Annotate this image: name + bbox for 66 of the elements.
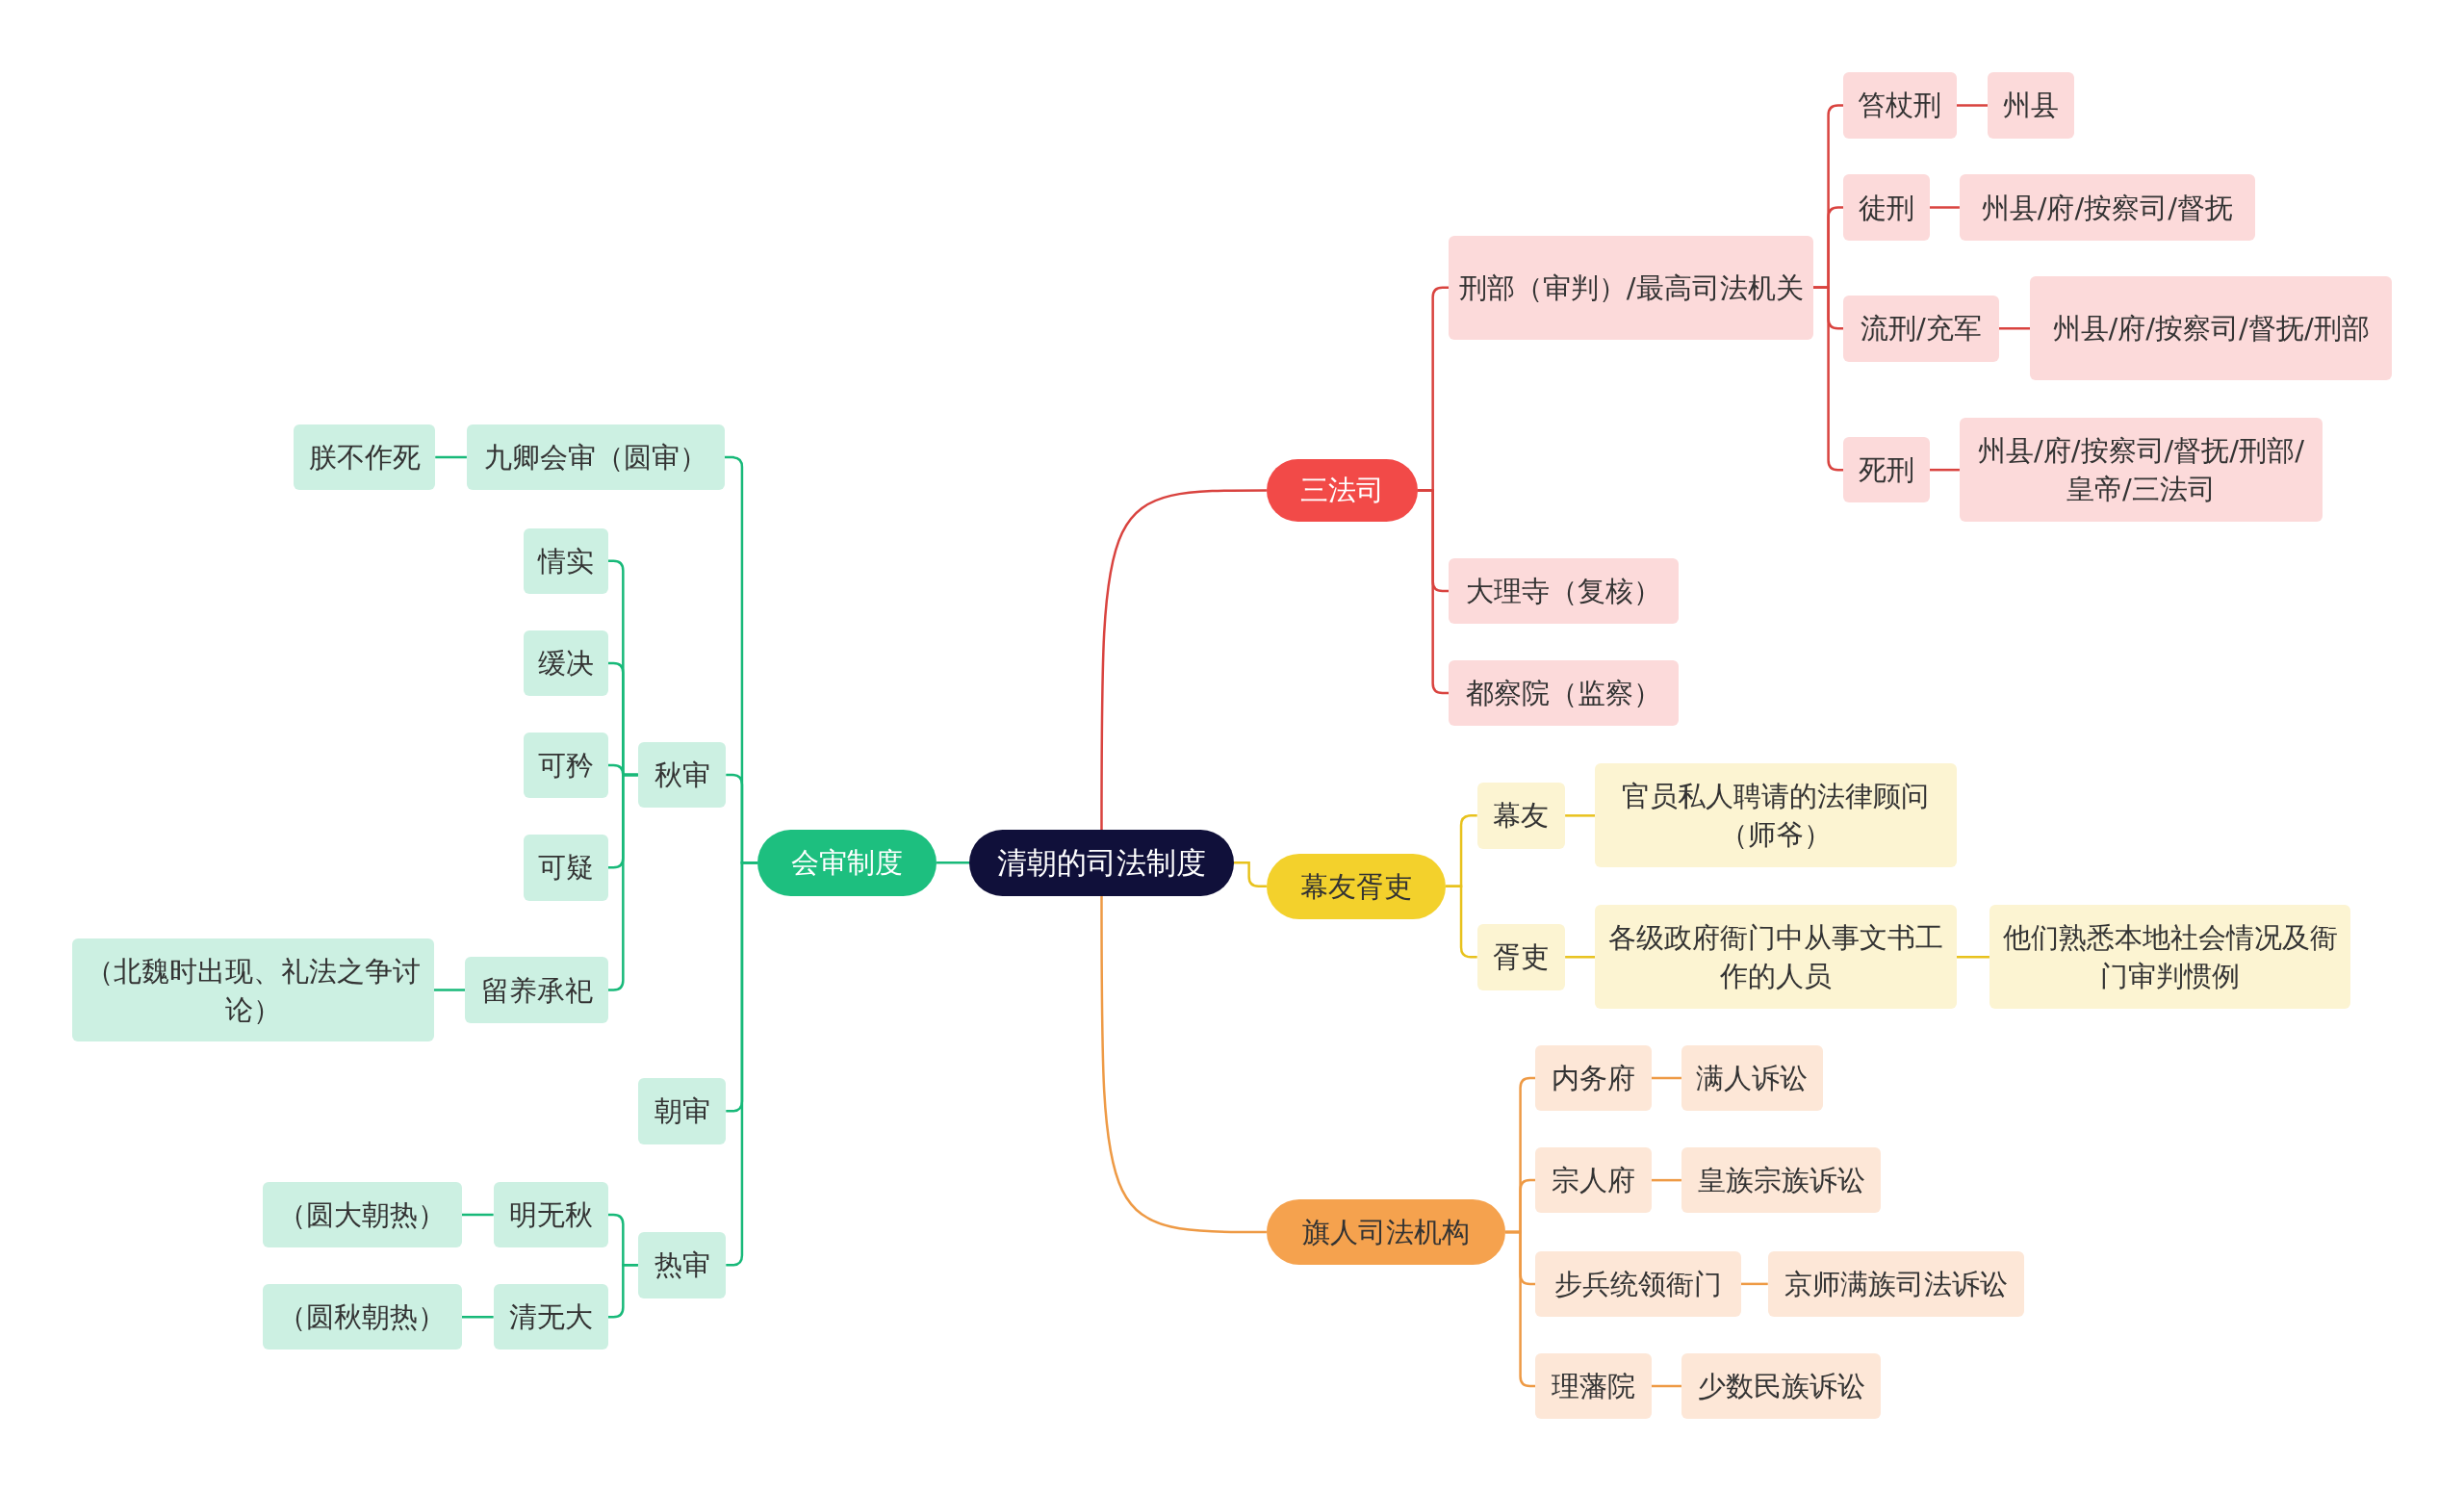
subtopic-box: （圆秋朝热） bbox=[262, 1283, 462, 1350]
subtopic-box: 死刑 bbox=[1843, 436, 1930, 503]
connector-line bbox=[1956, 956, 1989, 959]
topic-box: 三法司 bbox=[1266, 458, 1418, 523]
subtopic-box: 清无大 bbox=[493, 1283, 608, 1350]
connector-line bbox=[433, 989, 466, 991]
subtopic-box: 州县 bbox=[1988, 72, 2075, 139]
subtopic-box: 留养承祀 bbox=[465, 957, 608, 1023]
subtopic-box: 满人诉讼 bbox=[1681, 1044, 1823, 1112]
subtopic-box: 宗人府 bbox=[1535, 1146, 1652, 1214]
subtopic-box: 他们熟悉本地社会情况及衙门审判惯例 bbox=[1989, 905, 2351, 1010]
subtopic-box: 秋审 bbox=[637, 741, 727, 809]
connector-line bbox=[607, 1264, 638, 1319]
subtopic-box: 可矜 bbox=[523, 732, 608, 799]
subtopic-box: 徒刑 bbox=[1843, 174, 1930, 241]
subtopic-box: 幕友 bbox=[1476, 783, 1566, 849]
connector-line bbox=[1100, 895, 1267, 1234]
connector-line bbox=[1998, 326, 2031, 330]
subtopic-box: 步兵统领衙门 bbox=[1535, 1250, 1741, 1318]
connector-line bbox=[462, 1315, 494, 1319]
topic-box: 会审制度 bbox=[757, 830, 937, 896]
subtopic-box: （圆大朝热） bbox=[262, 1181, 462, 1248]
subtopic-box: 流刑/充军 bbox=[1843, 295, 1999, 362]
connector-line bbox=[1651, 1076, 1681, 1080]
subtopic-box: 可疑 bbox=[523, 834, 608, 901]
subtopic-box: 少数民族诉讼 bbox=[1681, 1352, 1882, 1420]
connector-line bbox=[1929, 206, 1960, 209]
subtopic-box: 刑部（审判）/最高司法机关 bbox=[1449, 235, 1814, 340]
subtopic-box: 州县/府/按察司/督抚 bbox=[1959, 174, 2255, 241]
subtopic-box: 各级政府衙门中从事文书工作的人员 bbox=[1595, 905, 1957, 1010]
topic-box: 幕友胥吏 bbox=[1266, 853, 1446, 920]
subtopic-box: 九卿会审（圆审） bbox=[466, 424, 725, 491]
subtopic-box: 京师满族司法诉讼 bbox=[1767, 1250, 2024, 1318]
connector-line bbox=[937, 861, 970, 864]
subtopic-box: 皇族宗族诉讼 bbox=[1681, 1146, 1882, 1214]
subtopic-box: 胥吏 bbox=[1476, 924, 1566, 990]
connector-line bbox=[1100, 489, 1267, 831]
connector-line bbox=[1741, 1282, 1768, 1286]
connector-line bbox=[1929, 468, 1960, 472]
subtopic-box: 明无秋 bbox=[493, 1181, 608, 1248]
subtopic-box: 热审 bbox=[637, 1232, 727, 1298]
connector-line bbox=[435, 455, 467, 459]
connector-line bbox=[462, 1213, 494, 1217]
connector-line bbox=[1417, 489, 1450, 695]
subtopic-box: 情实 bbox=[523, 527, 608, 595]
subtopic-box: 朕不作死 bbox=[294, 424, 436, 491]
subtopic-box: 笞杖刑 bbox=[1843, 72, 1957, 139]
connector-line bbox=[1956, 104, 1989, 107]
subtopic-box: 大理寺（复核） bbox=[1449, 557, 1679, 625]
topic-box: 旗人司法机构 bbox=[1266, 1198, 1506, 1266]
subtopic-box: 都察院（监察） bbox=[1449, 659, 1679, 727]
subtopic-box: 官员私人聘请的法律顾问（师爷） bbox=[1595, 763, 1957, 868]
subtopic-box: 朝审 bbox=[637, 1078, 727, 1144]
subtopic-box: （北魏时出现、礼法之争讨论） bbox=[72, 938, 434, 1042]
connector-line bbox=[1565, 956, 1596, 959]
subtopic-box: 理藩院 bbox=[1535, 1352, 1652, 1420]
connector-line bbox=[1651, 1384, 1681, 1388]
subtopic-box: 缓决 bbox=[523, 630, 608, 697]
subtopic-box: 州县/府/按察司/督抚/刑部 bbox=[2030, 276, 2392, 381]
connector-line bbox=[1233, 861, 1267, 888]
subtopic-box: 州县/府/按察司/督抚/刑部/皇帝/三法司 bbox=[1959, 418, 2323, 523]
connector-line bbox=[1565, 814, 1596, 817]
topic-box: 清朝的司法制度 bbox=[969, 830, 1234, 896]
connector-line bbox=[1651, 1178, 1681, 1182]
connector-line bbox=[726, 861, 757, 1267]
subtopic-box: 内务府 bbox=[1535, 1044, 1652, 1112]
